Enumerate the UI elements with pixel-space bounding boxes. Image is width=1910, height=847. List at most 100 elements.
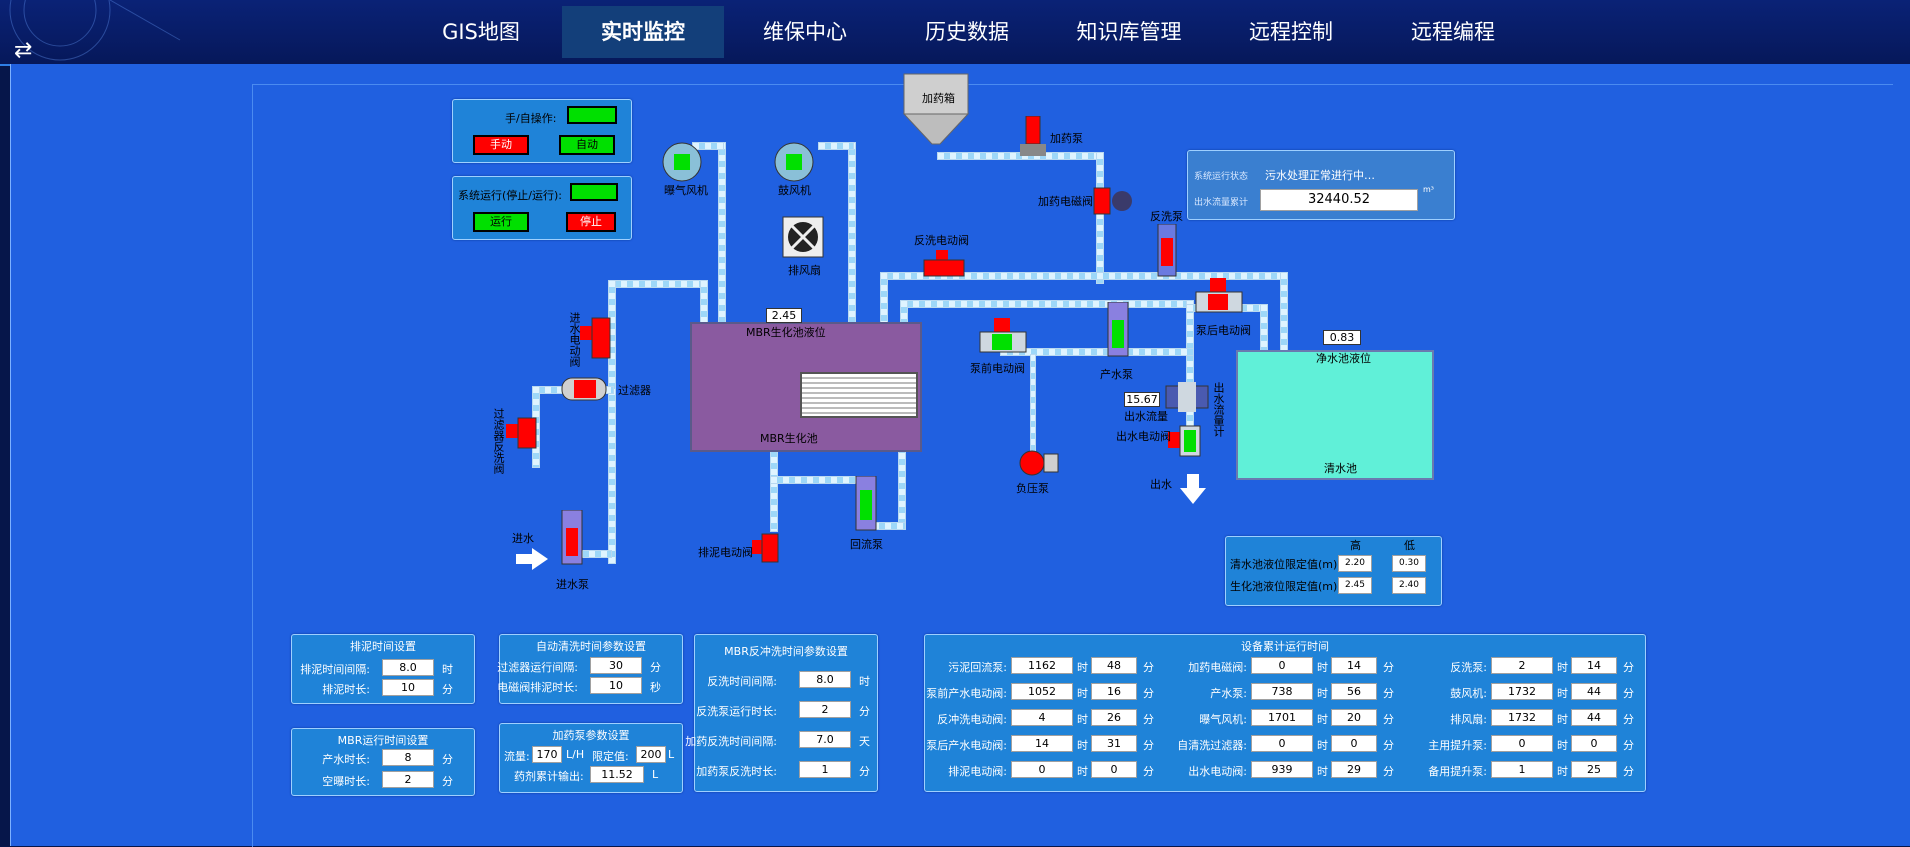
runtime-hour-unit-0-1: 时 — [1317, 661, 1328, 674]
backwash-unit-3: 分 — [859, 765, 870, 778]
blower-label: 鼓风机 — [778, 184, 811, 197]
dosing-total-value: 11.52 — [590, 766, 644, 783]
system-run-label: 系统运行(停止/运行): — [458, 189, 562, 202]
runtime-minutes-0-2: 14 — [1571, 657, 1617, 674]
nav-tab-1[interactable]: 实时监控 — [562, 6, 724, 58]
runtime-hours-0-0: 1162 — [1011, 657, 1073, 674]
manual-auto-label: 手/自操作: — [505, 112, 557, 125]
backwash-valve-icon[interactable] — [922, 250, 966, 282]
nav-tab-2[interactable]: 维保中心 — [763, 20, 847, 44]
outlet-flowmeter-icon — [1165, 382, 1209, 412]
decorative-circuit-graphic — [9, 0, 181, 61]
post-pump-valve-icon[interactable] — [1192, 278, 1246, 318]
clean-level-value: 0.83 — [1323, 330, 1361, 345]
aeration-fan-icon[interactable] — [660, 140, 704, 182]
outlet-valve-icon[interactable] — [1164, 424, 1206, 470]
runtime-minutes-3-0: 31 — [1091, 735, 1137, 752]
clean-tank-label: 清水池 — [1324, 462, 1357, 475]
nav-tab-5[interactable]: 远程控制 — [1249, 20, 1333, 44]
membrane-module — [800, 372, 918, 418]
vacuum-pump-icon[interactable] — [1016, 448, 1060, 478]
swap-arrows-icon[interactable]: ⇄ — [14, 38, 33, 63]
limit-high-input-0[interactable]: 2.20 — [1338, 555, 1372, 572]
sludge-label-1: 排泥时长: — [322, 683, 370, 696]
runtime-hours-1-2: 1732 — [1491, 683, 1553, 700]
runtime-hour-unit-3-1: 时 — [1317, 739, 1328, 752]
filter-icon[interactable] — [560, 374, 608, 404]
runtime-label-2-0: 反冲洗电动阀: — [937, 713, 1007, 726]
backwash-unit-1: 分 — [859, 705, 870, 718]
pre-pump-valve-icon[interactable] — [976, 318, 1030, 358]
system-status-panel: 系统运行状态 污水处理正常进行中… 出水流量累计 32440.52 m³ — [1187, 150, 1455, 220]
outlet-flow-value: 15.67 — [1124, 392, 1160, 407]
runtime-min-unit-3-2: 分 — [1623, 739, 1634, 752]
dosing-limit-input[interactable]: 200 — [636, 746, 666, 763]
runtime-hours-1-1: 738 — [1251, 683, 1313, 700]
dosing-total-label: 药剂累计输出: — [514, 770, 584, 783]
limit-low-input-1[interactable]: 2.40 — [1392, 577, 1426, 594]
autoclean-input-0[interactable]: 30 — [590, 657, 642, 674]
inlet-valve-icon[interactable] — [580, 314, 624, 362]
autoclean-input-1[interactable]: 10 — [590, 677, 642, 694]
exhaust-fan-icon[interactable] — [782, 216, 824, 258]
nav-tab-0[interactable]: GIS地图 — [442, 20, 520, 44]
process-area-frame — [252, 84, 1893, 847]
dosing-flow-input[interactable]: 170 — [532, 746, 562, 763]
dosing-param-title: 加药泵参数设置 — [552, 729, 630, 742]
nav-tab-4[interactable]: 知识库管理 — [1076, 20, 1182, 44]
runtime-hours-3-2: 0 — [1491, 735, 1553, 752]
autoclean-title: 自动清洗时间参数设置 — [536, 640, 646, 653]
runtime-label-0-1: 加药电磁阀: — [1188, 661, 1247, 674]
runtime-hours-2-0: 4 — [1011, 709, 1073, 726]
backwash-input-2[interactable]: 7.0 — [799, 731, 851, 748]
limit-high-header: 高 — [1350, 539, 1361, 552]
backwash-label-2: 加药反洗时间间隔: — [685, 735, 777, 748]
runtime-hour-unit-4-0: 时 — [1077, 765, 1088, 778]
backwash-input-3[interactable]: 1 — [799, 761, 851, 778]
nav-tab-3[interactable]: 历史数据 — [925, 20, 1009, 44]
outlet-flow-total-value: 32440.52 — [1260, 189, 1418, 211]
runtime-label-2-2: 排风扇: — [1450, 713, 1487, 726]
runtime-min-unit-2-0: 分 — [1143, 713, 1154, 726]
clean-level-label: 净水池液位 — [1316, 352, 1371, 365]
limit-low-input-0[interactable]: 0.30 — [1392, 555, 1426, 572]
runtime-label-1-0: 泵前产水电动阀: — [926, 687, 1007, 700]
inlet-pump-icon[interactable] — [554, 510, 590, 570]
autoclean-label-1: 电磁阀排泥时长: — [497, 681, 578, 694]
mbr-backwash-title: MBR反冲洗时间参数设置 — [724, 645, 848, 658]
filter-backwash-valve-icon[interactable] — [506, 414, 546, 458]
blower-icon[interactable] — [772, 140, 816, 182]
mbr-level-value: 2.45 — [766, 308, 802, 323]
limit-high-input-1[interactable]: 2.45 — [1338, 577, 1372, 594]
dosing-pump-label: 加药泵 — [1050, 132, 1083, 145]
nav-tab-6[interactable]: 远程编程 — [1411, 20, 1495, 44]
pre-pump-valve-label: 泵前电动阀 — [970, 362, 1025, 375]
outlet-arrow-icon — [1180, 474, 1206, 504]
dosing-flow-label: 流量: — [504, 750, 530, 763]
dosing-valve-icon[interactable] — [1092, 184, 1136, 218]
return-pump-icon[interactable] — [848, 476, 884, 536]
mbrrun-input-1[interactable]: 2 — [382, 771, 434, 788]
runtime-label-4-2: 备用提升泵: — [1428, 765, 1487, 778]
runtime-minutes-0-1: 14 — [1331, 657, 1377, 674]
product-pump-icon[interactable] — [1102, 302, 1134, 362]
sludge-input-0[interactable]: 8.0 — [382, 659, 434, 676]
mbrrun-input-0[interactable]: 8 — [382, 749, 434, 766]
backwash-input-0[interactable]: 8.0 — [799, 671, 851, 688]
manual-auto-indicator — [567, 106, 617, 124]
runtime-label-1-2: 鼓风机: — [1450, 687, 1487, 700]
dosing-pump-icon[interactable] — [1018, 116, 1048, 160]
sludge-input-1[interactable]: 10 — [382, 679, 434, 696]
autoclean-label-0: 过滤器运行间隔: — [497, 661, 578, 674]
backwash-input-1[interactable]: 2 — [799, 701, 851, 718]
sludge-valve-icon[interactable] — [752, 532, 784, 568]
run-button[interactable]: 运行 — [473, 212, 529, 232]
backwash-pump-icon[interactable] — [1152, 224, 1182, 282]
runtime-label-3-1: 自清洗过滤器: — [1177, 739, 1247, 752]
stop-button[interactable]: 停止 — [566, 212, 616, 232]
auto-button[interactable]: 自动 — [559, 135, 615, 155]
runtime-label-4-1: 出水电动阀: — [1188, 765, 1247, 778]
system-state-label: 系统运行状态 — [1194, 172, 1249, 182]
manual-button[interactable]: 手动 — [473, 135, 529, 155]
